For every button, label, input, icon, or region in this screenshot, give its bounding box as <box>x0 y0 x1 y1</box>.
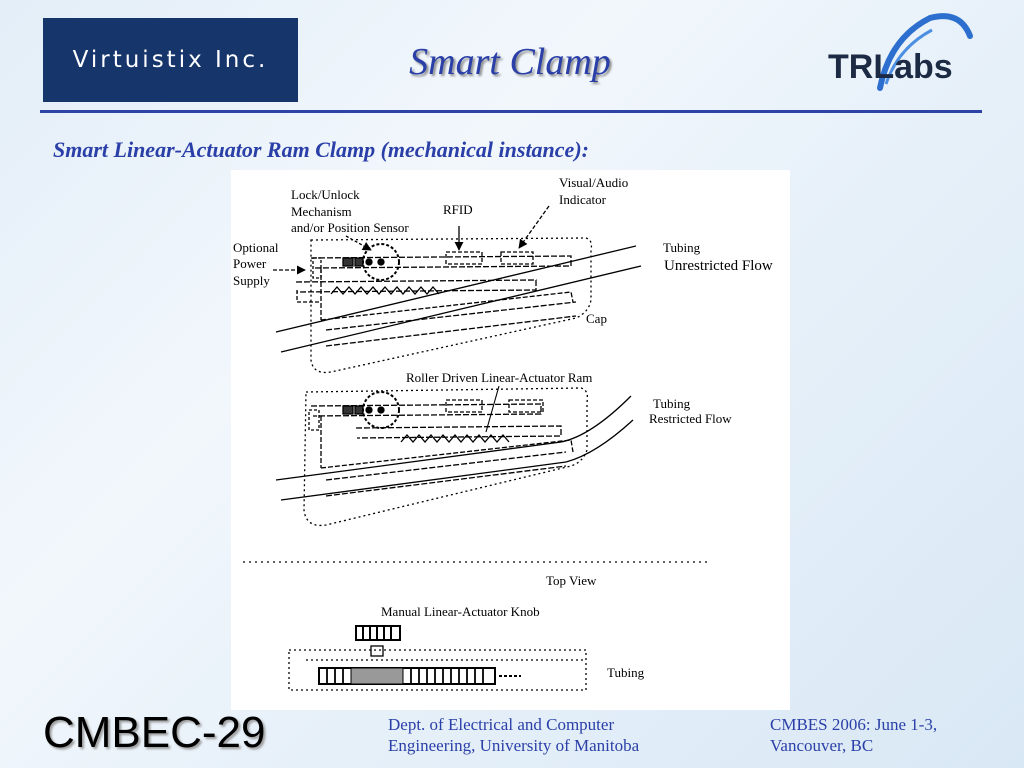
label-lock-line1: Lock/Unlock <box>291 187 360 202</box>
clamp-diagram: Lock/Unlock Mechanism and/or Position Se… <box>231 170 790 710</box>
footer-conf-line2: Vancouver, BC <box>770 736 874 755</box>
trlabs-logo-graphic: TRLabs <box>828 13 973 91</box>
clamp-diagram-svg: Lock/Unlock Mechanism and/or Position Se… <box>233 175 773 691</box>
label-restricted-flow: Restricted Flow <box>649 411 732 426</box>
top-assembly <box>275 237 642 374</box>
top-view-assembly <box>288 625 587 691</box>
virtuistix-logo: Virtuistix Inc. <box>43 18 298 102</box>
section-subtitle: Smart Linear-Actuator Ram Clamp (mechani… <box>53 137 589 162</box>
trlabs-logo-text: TRLabs <box>828 48 953 86</box>
middle-assembly <box>275 387 634 527</box>
label-lock-line2: Mechanism <box>291 204 352 219</box>
label-power-line2: Power <box>233 256 267 271</box>
footer-conf-line1: CMBES 2006: June 1-3, <box>770 715 938 734</box>
label-manual-knob: Manual Linear-Actuator Knob <box>381 604 540 619</box>
label-rfid: RFID <box>443 202 473 217</box>
trlabs-logo: TRLabs <box>820 8 990 103</box>
footer-dept-line1: Dept. of Electrical and Computer <box>388 715 615 734</box>
indicator-arrow <box>518 205 550 249</box>
lock-arrow <box>345 235 372 251</box>
footer-code: CMBEC-29 <box>43 708 266 757</box>
ram-pointer <box>485 385 500 433</box>
label-power-line1: Optional <box>233 240 279 255</box>
label-visual-line1: Visual/Audio <box>559 175 628 190</box>
footer-dept-line2: Engineering, University of Manitoba <box>388 736 640 755</box>
label-cap: Cap <box>586 311 607 326</box>
virtuistix-logo-text: Virtuistix Inc. <box>72 47 269 73</box>
header-rule <box>40 110 982 113</box>
label-tubing-top: Tubing <box>663 240 701 255</box>
label-tubing-middle: Tubing <box>653 396 691 411</box>
label-unrestricted-flow: Unrestricted Flow <box>664 258 773 274</box>
label-visual-line2: Indicator <box>559 192 607 207</box>
footer-department: Dept. of Electrical and Computer Enginee… <box>388 714 639 756</box>
label-top-view: Top View <box>546 573 597 588</box>
label-lock-line3: and/or Position Sensor <box>291 220 409 235</box>
label-power-line3: Supply <box>233 273 270 288</box>
label-tubing-bottom: Tubing <box>607 665 645 680</box>
footer-conference: CMBES 2006: June 1-3, Vancouver, BC <box>770 714 937 756</box>
slide-title: Smart Clamp <box>409 41 611 83</box>
label-roller-ram: Roller Driven Linear-Actuator Ram <box>406 370 592 385</box>
